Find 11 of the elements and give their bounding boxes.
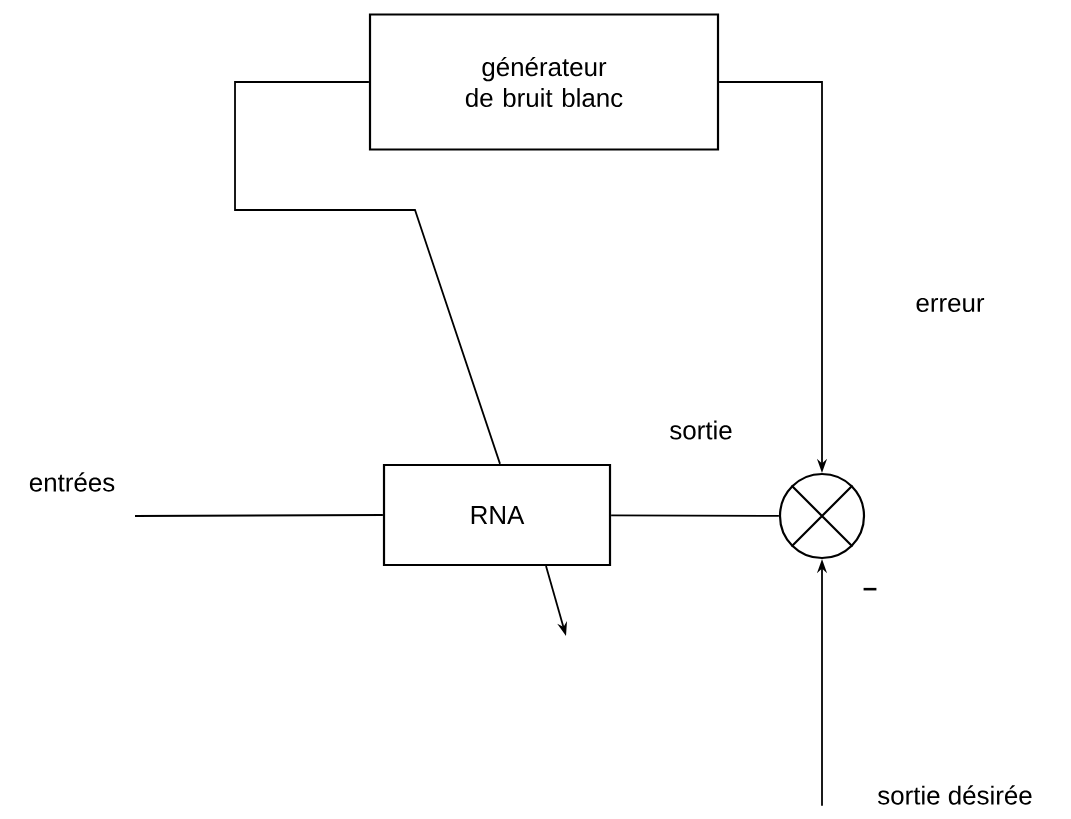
edge-label: sortie (667, 418, 735, 442)
input-label: sortie désirée (878, 785, 1032, 805)
generator-box: générateur de bruit blanc (368, 13, 720, 151)
connector (134, 514, 384, 517)
connector (234, 81, 501, 465)
sign-label: – (863, 587, 877, 591)
connector (610, 514, 780, 517)
edge-label: erreur (913, 295, 987, 315)
edge-label: entrées (26, 470, 118, 494)
summing-junction (778, 472, 866, 560)
process-box: RNA (382, 463, 612, 567)
